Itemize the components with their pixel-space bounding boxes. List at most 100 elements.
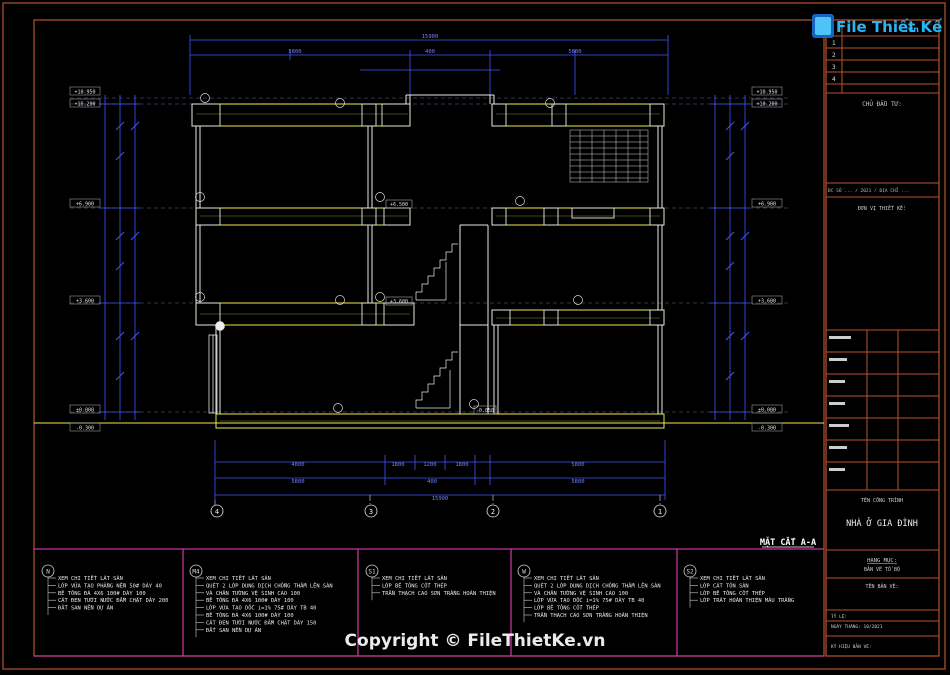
note-line: BÊ TÔNG ĐÁ 4X6 100# DÀY 100 [206,596,294,604]
elevation-marker: ±0.000 [69,404,101,414]
section-title: MẶT CẮT A-A [760,536,816,548]
mid-elev-2: +3.600 [390,299,408,305]
axis-label-1: 1 [658,508,662,516]
note-tag: S2 [686,569,694,576]
dim-bottom-7: 400 [427,479,437,485]
elevation-value: +6.900 [76,202,94,208]
note-line: LỚP VỮA TẠO PHẲNG NỀN 50# DÀY 40 [58,581,162,589]
beams [191,103,665,326]
note-line: XEM CHI TIẾT LÁT SÀN [534,574,599,582]
dim-bottom-4: 1800 [455,462,468,468]
note-line: LỚP BÊ TÔNG CỐT THÉP [382,581,447,589]
elevation-value: +10.200 [74,102,95,108]
floor-slabs [191,103,665,429]
elevation-marker: +6.900 [751,198,783,208]
project-label: TÊN CÔNG TRÌNH [861,496,903,504]
owner-address: ĐC SỐ ... / 2021 / ĐỊA CHỈ ... [828,186,909,194]
note-tag: W [522,569,526,576]
dim-bottom-5: 5800 [571,462,584,468]
elevation-value: -0.300 [76,426,94,432]
dim-overall-top: 15900 [422,34,439,40]
note-line: BÊ TÔNG ĐÁ 4X6 100# DÀY 100 [58,589,146,597]
dim-bottom-2: 1800 [391,462,404,468]
note-line: BÊ TÔNG ĐÁ 4X6 100# DÀY 100 [206,611,294,619]
floor-tags [195,93,583,413]
elevation-value: ±0.000 [76,408,94,414]
note-tag: M4 [192,569,200,576]
elevation-marker: ±0.000 [751,404,783,414]
note-line: XEM CHI TIẾT LÁT SÀN [206,574,271,582]
copyright-watermark: Copyright © FileThietKe.vn [345,631,606,651]
elevation-marker: +3.600 [751,295,783,305]
elevation-marker: +10.950 [69,86,101,96]
dim-bottom-8: 5800 [571,479,584,485]
note-line: LỚP BÊ TÔNG CỐT THÉP [700,589,765,597]
axis-bubble-2 [486,504,500,518]
note-line: LỚP TRÁT HOÀN THIỆN MÀU TRẮNG [700,596,794,604]
elevation-value: ±0.000 [758,408,776,414]
note-line: ĐẤT SAN NỀN DỰ ÁN [206,626,261,634]
note-line: LỚP VỮA TẠO DỐC i=1% 75# DÀY TB 40 [534,597,644,604]
note-line: VÀ CHÂN TƯỜNG VỆ SINH CAO 100 [206,589,300,597]
rev-row-2: 2 [832,52,836,59]
note-tag: N [46,569,50,576]
note-line: XEM CHI TIẾT LÁT SÀN [58,574,123,582]
note-line: LỚP BÊ TÔNG CỐT THÉP [534,604,599,612]
section-drawing: 15900 5800 400 5800 4800 1800 1200 1800 … [34,34,824,548]
notes-strip [34,548,824,657]
axis-label-4: 4 [215,508,219,516]
note-line: CÁT ĐEN TƯỚI NƯỚC ĐẦM CHẶT DÀY 200 [58,597,168,604]
scale-label: TỶ LỆ: [831,612,847,620]
dim-top-1: 5800 [288,49,301,55]
elevation-marker: -0.300 [69,422,101,432]
dim-overall-bottom: 15900 [432,496,449,502]
elevation-value: +3.600 [76,299,94,305]
walls [195,94,663,414]
elevation-marker: -0.300 [751,422,783,432]
design-unit-label: ĐƠN VỊ THIẾT KẾ: [858,204,906,212]
axis-bubble-1 [653,504,667,518]
elevation-value: +10.950 [74,90,95,96]
slab-hatch [196,113,660,422]
inner-frame [33,19,825,657]
axis-bubble-3 [364,504,378,518]
signature-rows [826,351,939,463]
date-label: NGÀY THÁNG: 10/2021 [831,623,883,630]
owner-label: CHỦ ĐẦU TƯ: [862,100,902,108]
rev-row-4: 4 [832,76,836,83]
elevation-marker: +10.200 [69,98,101,108]
dim-bottom-1: 4800 [291,462,304,468]
elevation-value: -0.300 [758,426,776,432]
category-value: BẢN VẼ TỔ BỘ [864,565,900,573]
note-line: XEM CHI TIẾT LÁT SÀN [700,574,765,582]
elevation-marker: +10.950 [751,86,783,96]
logo-text: File Thiết Kế [836,17,943,36]
elevation-value: +6.900 [758,202,776,208]
staircase [415,243,458,409]
title-block: 1 2 3 4 CHỦ ĐẦU TƯ: ĐC SỐ ... / 2021 / Đ… [825,19,940,657]
dim-bottom-3: 1200 [423,462,436,468]
axis-label-2: 2 [491,508,495,516]
project-name: NHÀ Ở GIA ĐÌNH [846,516,918,529]
rev-row-1: 1 [832,40,836,47]
dim-top-2: 400 [425,49,435,55]
elevation-marker: +6.900 [69,198,101,208]
note-line: TRẦN THẠCH CAO SƠN TRẮNG HOÀN THIỆN [534,611,648,619]
logo-suffix: .vn [905,25,919,34]
filethietke-logo: File Thiết Kế .vn [812,14,943,38]
elevation-value: +3.600 [758,299,776,305]
axis-bubble-4 [210,504,224,518]
note-line: VÀ CHÂN TƯỜNG VỆ SINH CAO 100 [534,589,628,597]
sheet-number-label: KÝ HIỆU BẢN VẼ: [831,642,872,650]
sheet-label: TÊN BẢN VẼ: [865,582,898,590]
note-line: LỚP VỮA TẠO DỐC i=1% 75# DÀY TB 40 [206,605,316,612]
rev-row-3: 3 [832,64,836,71]
note-line: TRẦN THẠCH CAO SƠN TRẮNG HOÀN THIỆN [382,589,496,597]
category-label: HẠNG MỤC: [867,558,897,564]
